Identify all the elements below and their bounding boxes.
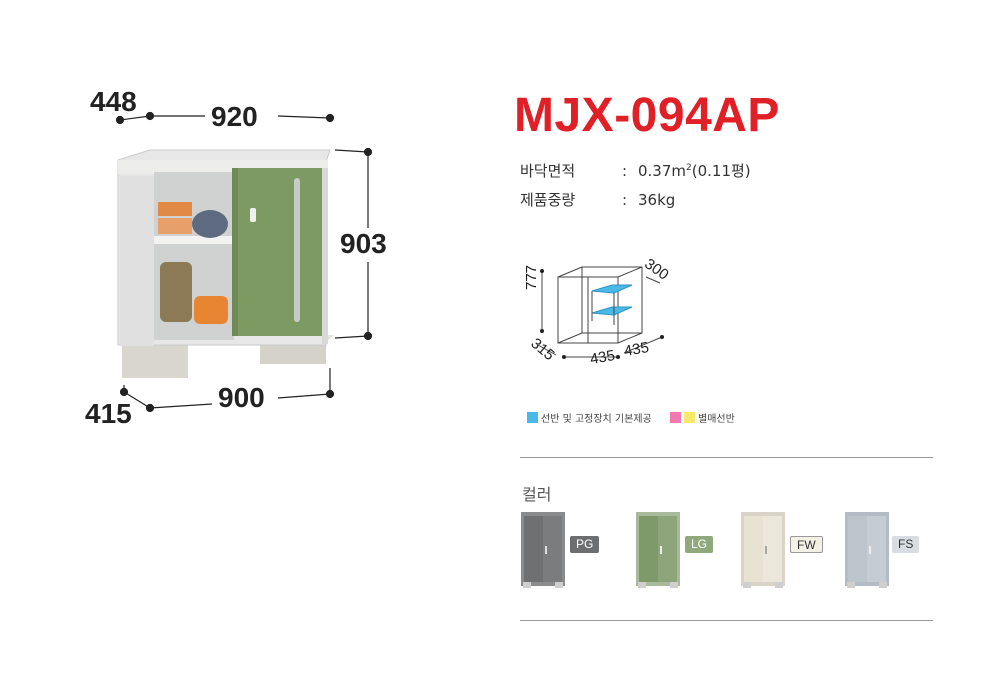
legend-swatch-blue (527, 412, 538, 423)
shed-thumbnail (741, 512, 785, 588)
color-code-tag: FS (892, 536, 920, 553)
storage-shed-image (115, 111, 373, 413)
colors-title: 컬러 (522, 485, 552, 504)
spec-value-sup: 2 (686, 163, 692, 173)
dimension-bottom-depth: 415 (85, 398, 132, 429)
legend-swatch-yellow (684, 412, 695, 423)
color-option-lg[interactable]: LG (635, 510, 714, 594)
legend-swatch-pink (670, 412, 681, 423)
color-option-fw[interactable]: FW (740, 510, 823, 594)
color-code-tag: LG (685, 536, 714, 553)
legend-optional: 별매선반 (670, 410, 735, 425)
spec-label: 바닥면적 (520, 162, 576, 180)
color-code-tag: FW (790, 536, 823, 553)
spec-value-rest: (0.11평) (691, 162, 751, 180)
color-option-pg[interactable]: PG (520, 510, 600, 594)
interior-height: 777 (523, 264, 540, 290)
model-title: MJX-094AP (514, 89, 780, 142)
color-code-tag: PG (570, 536, 600, 553)
legend-text: 별매선반 (698, 414, 735, 425)
interior-diagram-drawing (537, 266, 664, 359)
spec-label: 제품중량 (520, 191, 576, 209)
spec-value: 0.37m (638, 162, 687, 180)
dimension-top-width: 920 (211, 101, 258, 132)
color-option-fs[interactable]: FS (844, 510, 920, 594)
shed-thumbnail (521, 512, 565, 588)
shed-thumbnail (636, 512, 680, 588)
shed-thumbnail (845, 512, 889, 588)
spec-value: 36kg (638, 191, 676, 209)
interior-width-right: 435 (622, 338, 651, 361)
spec-colon: : (622, 191, 628, 209)
legend-text: 선반 및 고정장치 기본제공 (541, 414, 652, 425)
spec-weight: 제품중량:36kg (520, 191, 675, 209)
interior-diagram (520, 255, 680, 375)
product-illustration (0, 0, 460, 440)
dimension-top-depth: 448 (90, 86, 137, 117)
divider-top (520, 457, 933, 458)
dimension-height: 903 (340, 228, 387, 259)
spec-floor-area: 바닥면적:0.37m2(0.11평) (520, 162, 751, 180)
legend-included: 선반 및 고정장치 기본제공 (527, 410, 652, 425)
interior-width-left: 435 (588, 346, 617, 369)
dimension-bottom-width: 900 (218, 382, 265, 413)
spec-colon: : (622, 162, 628, 180)
divider-bottom (520, 620, 933, 621)
